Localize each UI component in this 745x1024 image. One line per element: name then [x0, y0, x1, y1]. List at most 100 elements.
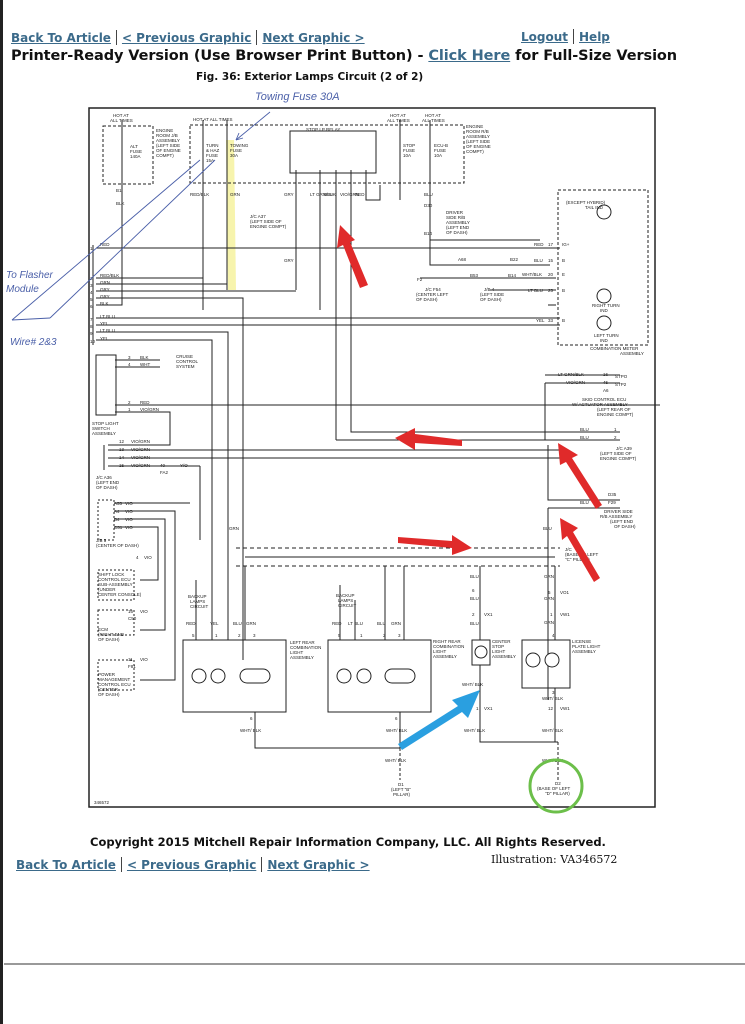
label-jcf54-0: J/C F54: [425, 287, 441, 292]
label-cs-2: LIGHT: [492, 649, 506, 654]
label-ecm-2: OF DASH): [98, 637, 120, 642]
nav-separator: [120, 857, 122, 872]
meter-wire-4: YEL: [536, 318, 545, 323]
label-all-times: ALL TIMES: [110, 118, 133, 123]
lr-wire-0: RED: [186, 621, 196, 626]
jb5-b4: B4: [114, 517, 120, 522]
a36-wire-13: VIO/GRN: [131, 447, 150, 452]
label-ecub-1: FUSE: [434, 148, 446, 153]
pm-pin: 11: [128, 657, 133, 662]
a39-pin-2: 2: [614, 435, 617, 440]
drs-d35: D35: [608, 492, 617, 497]
previous-graphic-link-bottom[interactable]: < Previous Graphic: [126, 857, 257, 872]
nav-separator: [256, 30, 258, 45]
next-graphic-link-bottom[interactable]: Next Graphic >: [267, 857, 370, 872]
wiring-diagram: HOT AT ALL TIMES HOT AT ALL TIMES HOT AT…: [6, 91, 660, 814]
drs-wire: BLU: [580, 500, 589, 505]
click-here-link[interactable]: Click Here: [428, 48, 511, 64]
label-red-blk: RED/BLK: [190, 192, 209, 197]
d1-wire: WHT/ BLK: [385, 758, 406, 763]
red-arrow-1: [337, 225, 368, 288]
figure-title: Fig. 36: Exterior Lamps Circuit (2 of 2): [196, 71, 424, 83]
label-lp-2: ASSEMBLY: [572, 649, 596, 654]
label-except-hybrid: (EXCEPT HYBRID): [566, 200, 606, 205]
label-lt-grn-blk: LT GRN/BLK: [310, 192, 336, 197]
jb5-c51: C51: [114, 525, 123, 530]
lp-pin-1: 1: [550, 612, 553, 617]
label-hot-at: HOT AT: [113, 113, 129, 118]
cs-pin-1: 1: [476, 706, 479, 711]
label-gry-mid: GRY: [284, 258, 294, 263]
back-to-article-link[interactable]: Back To Article: [11, 30, 111, 45]
pin-8: 8: [90, 324, 93, 329]
label-a36-1: (LEFT END: [96, 480, 120, 485]
label-jb-4: OF ENGINE: [156, 148, 181, 153]
label-skid-0: SKID CONTROL ECU: [582, 397, 626, 402]
label-blu: BLU: [324, 192, 333, 197]
shiftlock-wire: VIO: [144, 555, 152, 560]
label-shiftlock-4: CENTER CONSOLE): [98, 592, 142, 597]
meter-wire-2: WHT/BLK: [522, 272, 542, 277]
drs-wire-2: BLU: [543, 526, 552, 531]
label-jb-5: COMPT): [156, 153, 174, 158]
label-grn-jcc: GRN: [229, 526, 239, 531]
label-backup-left-0: BACKUP: [188, 594, 207, 599]
label-jcc-2: "C" PILLAR): [565, 557, 590, 562]
cs-pin-6: 6: [472, 588, 475, 593]
label-cruise-0: CRUISE: [176, 354, 193, 359]
label-ecm-0: ECM: [98, 627, 108, 632]
rr-pin-1: 1: [360, 633, 363, 638]
diagram-labels: HOT AT ALL TIMES HOT AT ALL TIMES HOT AT…: [90, 113, 644, 805]
label-right-turn: RIGHT TURN: [592, 303, 620, 308]
cs-wire-1: BLU: [470, 596, 479, 601]
label-cs-0: CENTER: [492, 639, 511, 644]
pin-5: 5: [90, 297, 93, 302]
label-b1: B1: [116, 188, 122, 193]
label-combo-meter-assy: ASSEMBLY: [620, 351, 644, 356]
meter-term-0: IG+: [562, 242, 570, 247]
cs-ground-wire-2: WHT/ BLK: [464, 728, 485, 733]
back-to-article-link-bottom[interactable]: Back To Article: [16, 857, 116, 872]
label-jca37-0: J/C A37: [250, 214, 266, 219]
lp-wire-1: GRN: [544, 596, 554, 601]
label-pm-1: MANAGEMENT: [98, 677, 131, 682]
label-a68: A68: [458, 257, 467, 262]
label-turn-haz-3: 15A: [206, 158, 214, 163]
label-blu-2: BLU: [424, 192, 433, 197]
logout-link[interactable]: Logout: [521, 29, 569, 44]
lr-wire-3: GRN: [246, 621, 256, 626]
cs-conn-top: VX1: [484, 612, 493, 617]
green-highlight-circle: [528, 758, 584, 814]
illustration-id: Illustration: VA346572: [491, 853, 618, 866]
label-shiftlock-0: SHIFT LOCK: [98, 572, 124, 577]
diagram-lines: [92, 120, 660, 780]
label-dsrb-2: ASSEMBLY: [446, 220, 470, 225]
bulb-symbols: [191, 204, 612, 684]
label-backup-left-2: CIRCUIT: [190, 604, 208, 609]
sls-wire-blk: BLK: [140, 355, 149, 360]
label-alt-fuse-2: 140A: [130, 154, 141, 159]
ecm-pin: 16: [128, 609, 134, 614]
skid-pin-0: 16: [603, 372, 609, 377]
label-ecm-1: (RIGHT END: [98, 632, 125, 637]
label-skid-1: W/ ACTUATOR ASSEMBLY: [572, 402, 628, 407]
pin-7: 7: [90, 317, 93, 322]
label-lp-0: LICENSE: [572, 639, 591, 644]
sls-pin-4: 4: [128, 362, 131, 367]
label-cs-3: ASSEMBLY: [492, 654, 516, 659]
label-a39-2: ENGINE COMPT): [600, 456, 637, 461]
sls-pin-1: 1: [128, 407, 131, 412]
copyright-text: Copyright 2015 Mitchell Repair Informati…: [90, 835, 606, 849]
next-graphic-link[interactable]: Next Graphic >: [262, 30, 365, 45]
help-link[interactable]: Help: [579, 29, 610, 44]
label-rb-5: COMPT): [466, 149, 484, 154]
d2-label-1: "D" PILLAR): [545, 791, 570, 796]
d1-id: D1: [398, 782, 404, 787]
a36-pin-15: 15: [119, 463, 125, 468]
handwritten-notes: Towing Fuse 30A To Flasher Module Wire# …: [6, 91, 340, 348]
skid-pin-1: 45: [603, 380, 609, 385]
label-d30: D30: [424, 203, 433, 208]
previous-graphic-link[interactable]: < Previous Graphic: [121, 30, 252, 45]
red-arrow-5: [560, 518, 600, 582]
label-skid-2: (LEFT REAR OF: [597, 407, 631, 412]
